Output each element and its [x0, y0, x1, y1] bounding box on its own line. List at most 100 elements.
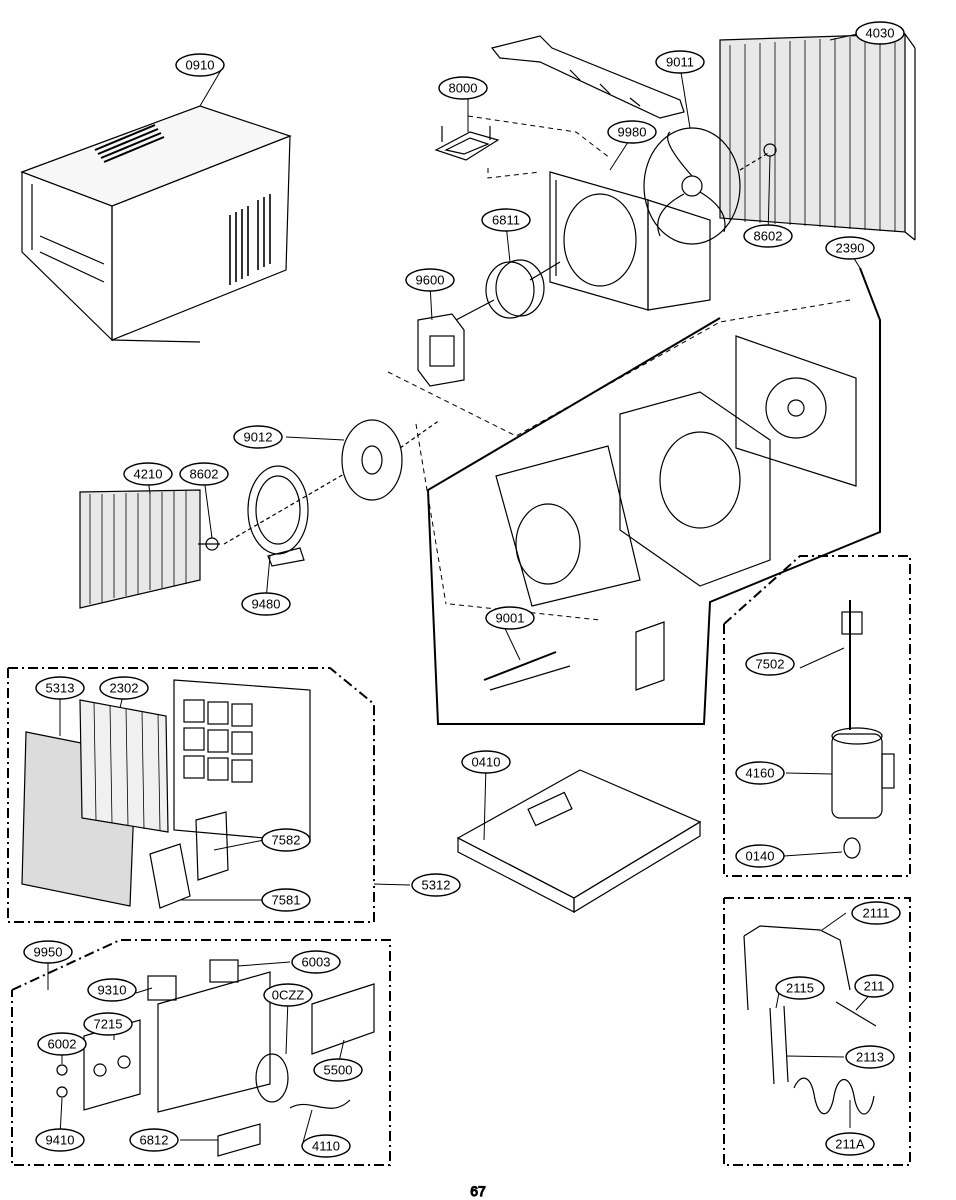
- callout-0CZZ: 0CZZ: [263, 983, 313, 1007]
- part-number-label: 6002: [48, 1036, 77, 1051]
- callout-2390: 2390: [825, 236, 875, 260]
- callout-7215: 7215: [83, 1012, 133, 1036]
- part-number-label: 9950: [34, 944, 63, 959]
- callout-6003: 6003: [291, 950, 341, 974]
- tubing-drawing: [743, 925, 877, 1115]
- part-number-label: 9410: [46, 1132, 75, 1147]
- part-number-label: 8602: [190, 466, 219, 481]
- control-drawing: [56, 959, 375, 1157]
- callout-4210: 4210: [123, 462, 173, 486]
- callout-0910: 0910: [175, 53, 225, 77]
- callout-211A: 211A: [825, 1132, 875, 1156]
- part-number-label: 9001: [496, 610, 525, 625]
- compressor-drawing: [831, 600, 895, 859]
- front-grille-frame: [7, 667, 375, 923]
- blower-wheel-drawing: [223, 419, 441, 545]
- base-assembly-drawing: [489, 335, 857, 691]
- callout-6812: 6812: [129, 1128, 179, 1152]
- callout-oval: [233, 425, 283, 449]
- callout-oval: [291, 950, 341, 974]
- part-number-label: 9480: [252, 596, 281, 611]
- part-number-label: 0CZZ: [272, 987, 305, 1002]
- callout-oval: [175, 53, 225, 77]
- part-number-label: 4160: [746, 765, 775, 780]
- part-number-label: 2111: [863, 905, 890, 920]
- front-grille-drawing: [21, 679, 311, 909]
- callout-2111: 2111: [851, 901, 901, 925]
- callout-oval: [607, 120, 657, 144]
- callout-oval: [35, 676, 85, 700]
- tubing-frame: [723, 897, 911, 1166]
- callout-labels: 0910800090114030998068118602239096009012…: [23, 21, 905, 1158]
- page-number: 67: [470, 1183, 486, 1199]
- callout-oval: [745, 652, 795, 676]
- callout-211: 211: [854, 974, 894, 998]
- top-cover-plate-drawing: [490, 35, 685, 119]
- callout-0410: 0410: [461, 750, 511, 774]
- callout-9001: 9001: [485, 606, 535, 630]
- callout-5500: 5500: [313, 1058, 363, 1082]
- mount-bracket-drawing: [434, 126, 500, 161]
- callout-7502: 7502: [745, 652, 795, 676]
- callout-oval: [825, 1132, 875, 1156]
- part-number-label: 6812: [140, 1132, 169, 1147]
- callout-oval: [23, 940, 73, 964]
- outdoor-fan-drawing: [643, 127, 771, 245]
- callout-9012: 9012: [233, 425, 283, 449]
- callout-oval: [481, 208, 531, 232]
- callout-2302: 2302: [99, 676, 149, 700]
- part-number-label: 9310: [98, 982, 127, 997]
- part-number-label: 7582: [272, 832, 301, 847]
- callout-9310: 9310: [87, 978, 137, 1002]
- shaft-drawing: [483, 651, 557, 681]
- callout-oval: [261, 888, 311, 912]
- evaporator-coil-drawing: [79, 489, 220, 609]
- callout-oval: [35, 1128, 85, 1152]
- part-number-label: 0910: [186, 57, 215, 72]
- callout-0140: 0140: [735, 844, 785, 868]
- part-number-label: 9980: [618, 124, 647, 139]
- compressor-frame: [723, 555, 911, 877]
- condenser-coil-drawing: [719, 33, 916, 241]
- part-number-label: 4030: [866, 25, 895, 40]
- callout-oval: [735, 761, 785, 785]
- callout-oval: [241, 592, 291, 616]
- callout-oval: [123, 462, 173, 486]
- callout-8000: 8000: [438, 76, 488, 100]
- part-number-label: 8602: [754, 228, 783, 243]
- callout-oval: [735, 844, 785, 868]
- callout-9980: 9980: [607, 120, 657, 144]
- callout-oval: [263, 983, 313, 1007]
- callout-oval: [99, 676, 149, 700]
- callout-oval: [87, 978, 137, 1002]
- callout-8602a: 8602: [743, 224, 793, 248]
- callout-oval: [411, 873, 461, 897]
- nut-drawing: [205, 143, 777, 551]
- callout-oval: [825, 236, 875, 260]
- part-number-label: 4110: [312, 1138, 340, 1153]
- callout-4110: 4110: [301, 1134, 351, 1158]
- part-number-label: 8000: [449, 80, 478, 95]
- callout-7582: 7582: [261, 828, 311, 852]
- callout-4160: 4160: [735, 761, 785, 785]
- callout-oval: [851, 901, 901, 925]
- base-plate-drawing: [456, 769, 702, 914]
- part-number-label: 4210: [134, 466, 163, 481]
- callout-oval: [179, 462, 229, 486]
- orifice-ring-drawing: [247, 465, 309, 567]
- callout-oval: [301, 1134, 351, 1158]
- callout-oval: [313, 1058, 363, 1082]
- leader-lines: [47, 32, 875, 1147]
- part-number-label: 7502: [756, 656, 785, 671]
- part-number-label: 5312: [422, 877, 451, 892]
- callout-oval: [261, 828, 311, 852]
- part-number-label: 7581: [272, 892, 301, 907]
- part-number-label: 0140: [746, 848, 775, 863]
- callout-5313: 5313: [35, 676, 85, 700]
- callout-oval: [405, 268, 455, 292]
- part-number-label: 9012: [244, 429, 273, 444]
- callout-oval: [83, 1012, 133, 1036]
- callout-9600: 9600: [405, 268, 455, 292]
- part-number-label: 6003: [302, 954, 331, 969]
